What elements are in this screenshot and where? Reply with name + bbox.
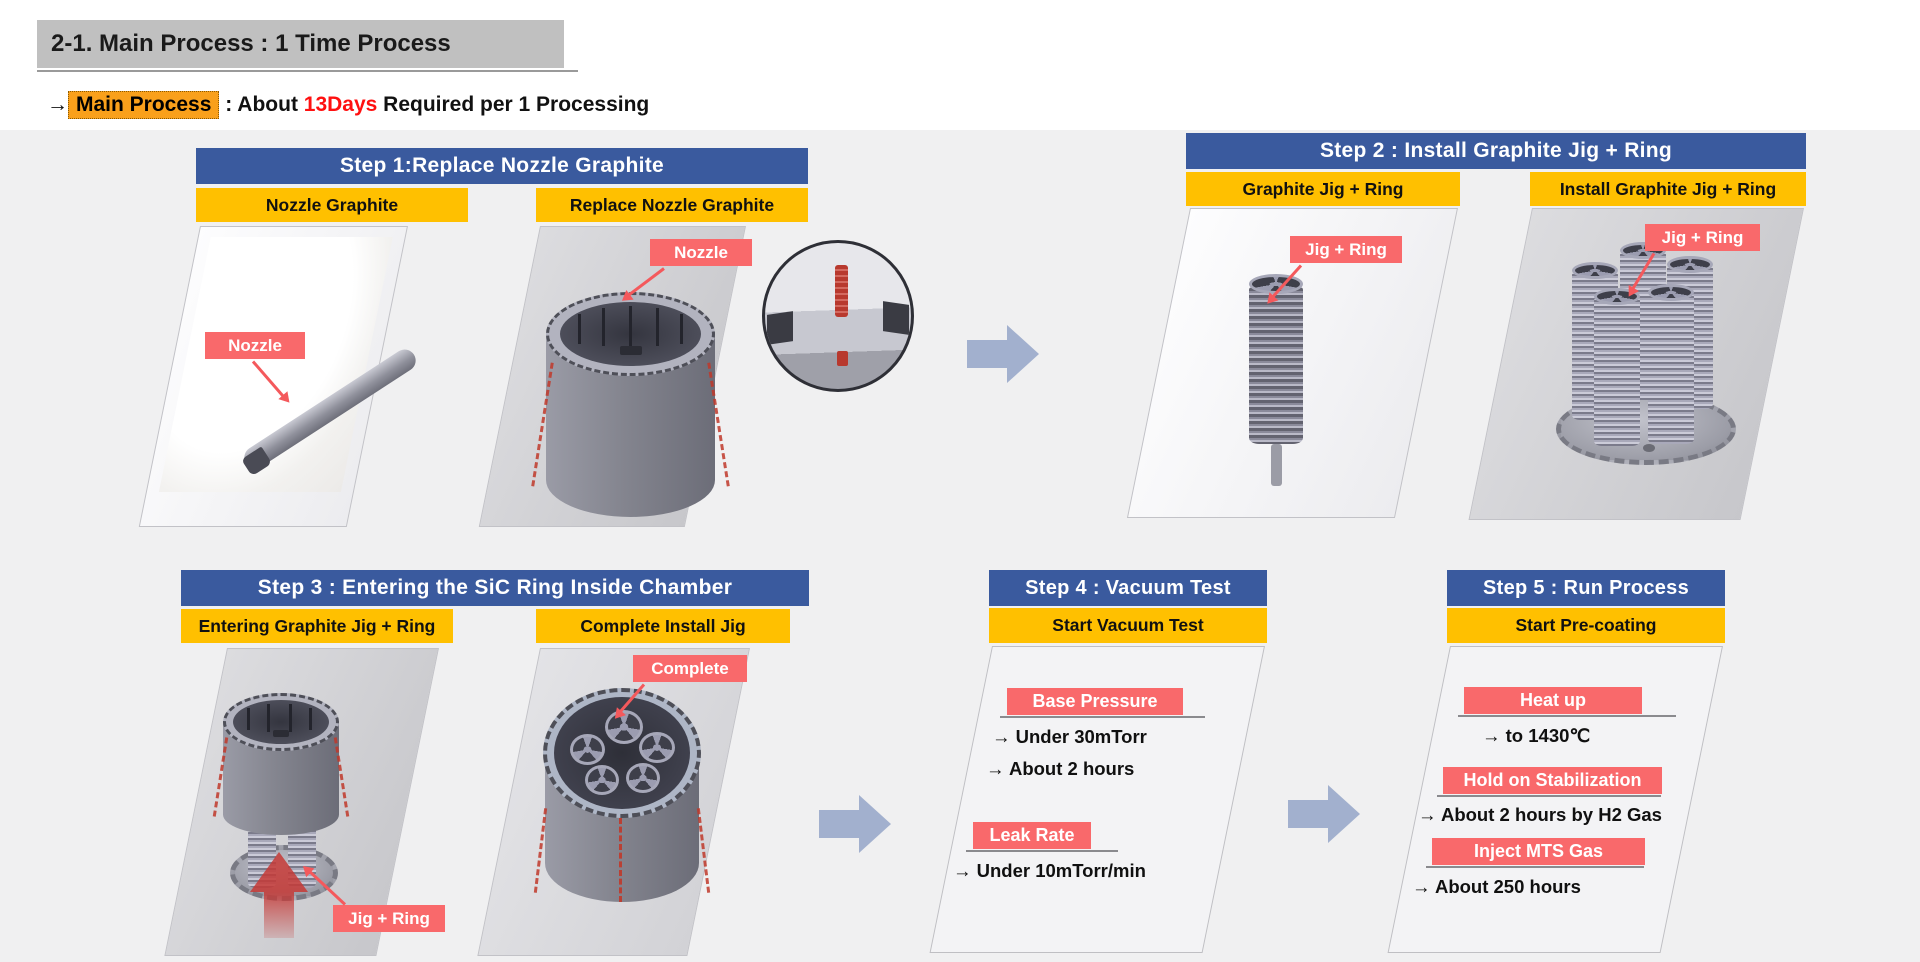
step1-panel2-title: Replace Nozzle Graphite xyxy=(536,188,808,222)
jig-ring-stack-render xyxy=(1249,284,1303,444)
ring-cap xyxy=(570,734,605,765)
ring-cap xyxy=(1594,288,1640,305)
step3-panel2-callout: Complete xyxy=(633,655,747,682)
step4-header: Step 4 : Vacuum Test xyxy=(989,570,1267,606)
insert-up-arrow-icon xyxy=(250,852,308,892)
nozzle-zoom-render xyxy=(835,265,848,317)
step5-section1-label: Heat up xyxy=(1464,687,1642,714)
flow-arrow-icon xyxy=(1328,785,1360,843)
step1-panel1-title: Nozzle Graphite xyxy=(196,188,468,222)
ring-cap xyxy=(1572,262,1618,279)
ring-cap xyxy=(585,765,619,795)
flow-arrow-icon xyxy=(819,810,859,838)
subtitle: →Main Process : About 13Days Required pe… xyxy=(47,90,649,120)
chamber-interior xyxy=(560,302,701,366)
step4-line: → About 2 hours xyxy=(986,758,1135,779)
step5-section2-label: Hold on Stabilization xyxy=(1443,767,1662,794)
flow-arrow-icon xyxy=(1288,800,1328,828)
step2-panel2-callout: Jig + Ring xyxy=(1645,224,1760,251)
insert-up-arrow-icon xyxy=(264,892,294,938)
step3-header: Step 3 : Entering the SiC Ring Inside Ch… xyxy=(181,570,809,606)
step4-line: → Under 10mTorr/min xyxy=(953,860,1146,881)
jig-ring-stack-render xyxy=(1594,296,1640,446)
chamber-render xyxy=(212,693,350,838)
label-underline xyxy=(1426,866,1644,868)
rim-slot xyxy=(883,301,909,335)
jig-stem xyxy=(1271,444,1282,486)
label-underline xyxy=(1000,716,1205,718)
subtitle-rest: Required per 1 Processing xyxy=(377,93,650,116)
step4-line: → Under 30mTorr xyxy=(992,726,1147,747)
flow-arrow-icon xyxy=(859,795,891,853)
step1-header: Step 1:Replace Nozzle Graphite xyxy=(196,148,808,184)
ring-cap xyxy=(639,732,675,763)
step4-subtitle: Start Vacuum Test xyxy=(989,608,1267,643)
step3-panel2-title: Complete Install Jig xyxy=(536,609,790,643)
flow-arrow-icon xyxy=(967,340,1007,368)
chamber-topview-render xyxy=(533,688,711,913)
step5-subtitle: Start Pre-coating xyxy=(1447,608,1725,643)
step1-panel1-callout: Nozzle xyxy=(205,332,305,359)
step5-header: Step 5 : Run Process xyxy=(1447,570,1725,606)
magnifier-detail xyxy=(762,240,914,392)
step4-section1-label: Base Pressure xyxy=(1007,688,1183,715)
ring-cap xyxy=(1667,256,1713,273)
flow-arrow-icon xyxy=(1007,325,1039,383)
step5-line: → About 2 hours by H2 Gas xyxy=(1418,804,1662,825)
step5-section3-label: Inject MTS Gas xyxy=(1432,838,1645,865)
page-title: 2-1. Main Process : 1 Time Process xyxy=(37,20,564,68)
jig-ring-stack-render xyxy=(1648,292,1694,444)
step1-panel2-callout: Nozzle xyxy=(650,239,752,266)
step2-panel1-title: Graphite Jig + Ring xyxy=(1186,172,1460,206)
step4-section2-label: Leak Rate xyxy=(973,822,1091,849)
step2-panel2-title: Install Graphite Jig + Ring xyxy=(1530,172,1806,206)
subtitle-arrow: → xyxy=(47,93,68,116)
step5-line: → About 250 hours xyxy=(1412,876,1581,897)
subtitle-days: 13Days xyxy=(303,93,378,116)
label-underline xyxy=(1437,795,1661,797)
nozzle-socket-mark xyxy=(837,351,848,366)
title-underline xyxy=(37,70,578,72)
chamber-render xyxy=(531,292,730,520)
step3-panel1-callout: Jig + Ring xyxy=(333,905,445,932)
label-underline xyxy=(1458,715,1676,717)
label-underline xyxy=(966,850,1118,852)
step5-line: → to 1430℃ xyxy=(1482,725,1591,746)
ring-cap xyxy=(626,763,660,793)
step2-panel1-callout: Jig + Ring xyxy=(1290,236,1402,263)
subtitle-mid: : About xyxy=(219,93,304,116)
ring-cap xyxy=(1648,284,1694,301)
subtitle-highlight: Main Process xyxy=(68,91,220,119)
step3-panel1-title: Entering Graphite Jig + Ring xyxy=(181,609,453,643)
step2-header: Step 2 : Install Graphite Jig + Ring xyxy=(1186,133,1806,169)
rim-slot xyxy=(767,311,793,345)
